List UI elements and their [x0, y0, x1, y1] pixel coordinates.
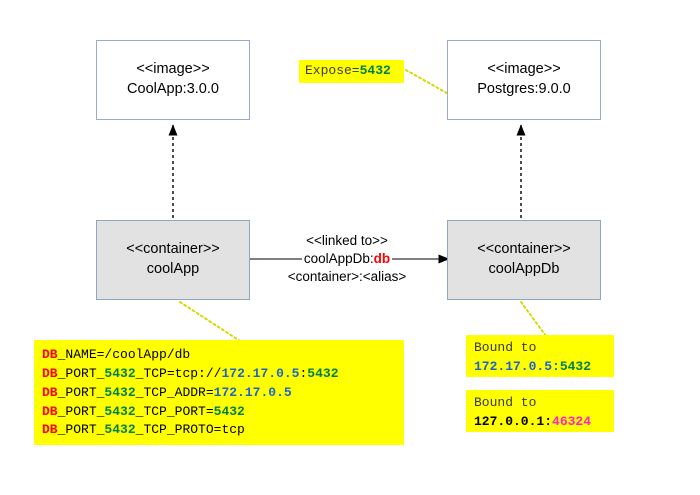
note-connector-bound [520, 301, 547, 337]
env-seg: _TCP_PORT= [135, 403, 214, 419]
env-key-prefix: DB [42, 422, 58, 438]
env-var-line: DB_NAME=/coolApp/db [42, 346, 396, 365]
coolapp-image-stereotype: <<image>> [136, 61, 210, 78]
link-edge-target-name: coolAppDb: [303, 251, 374, 267]
env-seg: _TCP_PROTO=tcp [135, 422, 245, 438]
note-bound-to-container[interactable]: Bound to 172.17.0.5:5432 [466, 335, 614, 377]
env-seg: 5432 [104, 365, 136, 381]
node-postgres-image[interactable]: <<image>> Postgres:9.0.0 [447, 40, 601, 120]
env-seg: _PORT_ [57, 403, 105, 419]
link-edge-alias: db [373, 251, 391, 267]
expose-label: Expose= [305, 63, 360, 79]
note-connector-env [179, 301, 241, 342]
note-connector-expose [405, 69, 453, 97]
env-var-line: DB_PORT_5432_TCP=tcp://172.17.0.5:5432 [42, 365, 396, 384]
env-key-prefix: DB [42, 384, 58, 400]
env-seg: 5432 [104, 422, 136, 438]
bound-to-1-endpoint: 172.17.0.5:5432 [474, 358, 606, 377]
coolapp-container-stereotype: <<container>> [126, 241, 220, 258]
env-var-line: DB_PORT_5432_TCP_PORT=5432 [42, 403, 396, 422]
env-seg: 5432 [213, 403, 245, 419]
note-expose[interactable]: Expose=5432 [299, 60, 404, 83]
bound-to-2-title: Bound to [474, 395, 537, 410]
bound-to-2-port: 46324 [552, 413, 592, 429]
coolappdb-container-stereotype: <<container>> [477, 241, 571, 258]
coolapp-container-name: coolApp [146, 261, 200, 277]
bound-to-1-title: Bound to [474, 340, 537, 355]
coolappdb-container-name: coolAppDb [488, 261, 560, 277]
bound-to-2-separator: : [544, 413, 553, 429]
postgres-image-stereotype: <<image>> [487, 61, 561, 78]
node-coolapp-container[interactable]: <<container>> coolApp [96, 220, 250, 300]
env-key-prefix: DB [42, 365, 58, 381]
note-bound-to-host[interactable]: Bound to 127.0.0.1:46324 [466, 390, 614, 432]
note-env-vars[interactable]: DB_NAME=/coolApp/db DB_PORT_5432_TCP=tcp… [34, 340, 404, 445]
bound-to-2-endpoint: 127.0.0.1:46324 [474, 413, 606, 432]
env-seg: _PORT_ [57, 365, 105, 381]
env-seg: : [299, 365, 308, 381]
env-seg: 172.17.0.5 [213, 384, 292, 400]
node-coolappdb-container[interactable]: <<container>> coolAppDb [447, 220, 601, 300]
bound-to-1-separator: : [552, 358, 560, 374]
env-seg: _PORT_ [57, 422, 105, 438]
expose-port: 5432 [359, 63, 391, 79]
env-var-line: DB_PORT_5432_TCP_ADDR=172.17.0.5 [42, 384, 396, 403]
link-edge-target: coolAppDb:db [272, 250, 422, 269]
bound-to-1-port: 5432 [559, 358, 592, 374]
env-seg: 5432 [104, 403, 136, 419]
link-edge-syntax: <container>:<alias> [287, 269, 407, 285]
coolapp-image-name: CoolApp:3.0.0 [127, 81, 219, 97]
bound-to-1-address: 172.17.0.5 [474, 358, 553, 374]
env-seg: _PORT_ [57, 384, 105, 400]
env-seg: _NAME=/coolApp/db [57, 347, 191, 362]
note-expose-row: Expose=5432 [305, 62, 391, 81]
env-key-prefix: DB [42, 403, 58, 419]
env-seg: _TCP=tcp:// [135, 365, 222, 381]
env-key-prefix: DB [42, 347, 58, 362]
env-seg: 5432 [104, 384, 136, 400]
node-coolapp-image[interactable]: <<image>> CoolApp:3.0.0 [96, 40, 250, 120]
postgres-image-name: Postgres:9.0.0 [477, 81, 571, 97]
bound-to-2-address: 127.0.0.1 [474, 413, 545, 429]
env-seg: _TCP_ADDR= [135, 384, 214, 400]
env-seg: 172.17.0.5 [221, 365, 300, 381]
link-edge-label: <<linked to>> coolAppDb:db <container>:<… [272, 232, 422, 287]
env-var-line: DB_PORT_5432_TCP_PROTO=tcp [42, 421, 396, 440]
env-seg: 5432 [307, 365, 339, 381]
link-edge-stereotype: <<linked to>> [306, 233, 388, 248]
